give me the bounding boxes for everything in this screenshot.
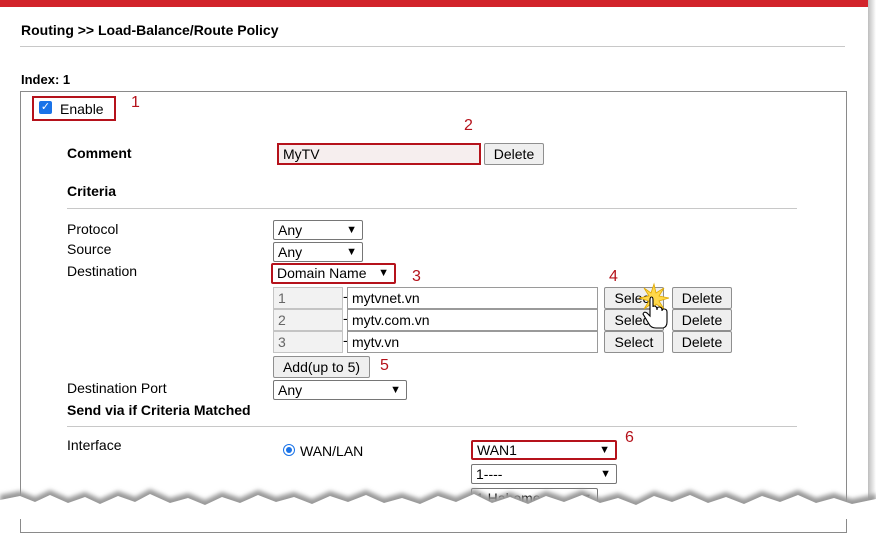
annotation-4: 4 <box>609 268 618 285</box>
annotation-3: 3 <box>412 268 421 285</box>
dash: - <box>343 288 348 304</box>
protocol-label: Protocol <box>67 221 119 237</box>
source-select[interactable]: Any ▼ <box>273 242 363 262</box>
window-shadow <box>868 0 876 500</box>
dest-port-select[interactable]: Any ▼ <box>273 380 407 400</box>
interface-label: Interface <box>67 437 122 453</box>
top-accent-bar <box>0 0 868 7</box>
domain-index-1: 1 <box>273 287 343 309</box>
index-label: Index: 1 <box>21 72 71 87</box>
torn-edge-effect <box>0 489 876 519</box>
chevron-down-icon: ▼ <box>346 246 357 258</box>
chevron-down-icon: ▼ <box>346 224 357 236</box>
domain-select-button-3[interactable]: Select <box>604 331 664 353</box>
criteria-divider <box>67 208 797 209</box>
chevron-down-icon: ▼ <box>378 267 389 279</box>
chevron-down-icon: ▼ <box>390 384 401 396</box>
chevron-down-icon: ▼ <box>599 444 610 456</box>
wan-select[interactable]: WAN1 ▼ <box>471 440 617 460</box>
enable-label: Enable <box>60 101 104 117</box>
wan-lan-label: WAN/LAN <box>300 443 364 459</box>
comment-input[interactable]: MyTV <box>277 143 481 165</box>
dash: - <box>343 332 348 348</box>
sub-interface-select[interactable]: 1---- ▼ <box>471 464 617 484</box>
dest-port-label: Destination Port <box>67 380 167 396</box>
criteria-heading: Criteria <box>67 183 117 199</box>
chevron-down-icon: ▼ <box>600 468 611 480</box>
domain-input-1[interactable]: mytvnet.vn <box>347 287 598 309</box>
dest-port-value: Any <box>278 382 303 398</box>
annotation-6: 6 <box>625 429 634 446</box>
wan-lan-radio[interactable] <box>283 444 295 456</box>
comment-delete-button[interactable]: Delete <box>484 143 544 165</box>
wan-value: WAN1 <box>477 442 517 458</box>
annotation-2: 2 <box>464 117 473 134</box>
send-divider <box>67 426 797 427</box>
page-title: Routing >> Load-Balance/Route Policy <box>21 22 279 38</box>
domain-input-3[interactable]: mytv.vn <box>347 331 598 353</box>
sub-interface-value: 1---- <box>476 466 503 482</box>
enable-checkbox[interactable]: ✓ <box>39 101 52 114</box>
comment-label: Comment <box>67 145 132 161</box>
destination-label: Destination <box>67 263 138 279</box>
domain-index-3: 3 <box>273 331 343 353</box>
add-domain-button[interactable]: Add(up to 5) <box>273 356 370 378</box>
send-via-heading: Send via if Criteria Matched <box>67 402 251 418</box>
annotation-1: 1 <box>131 94 140 111</box>
hand-cursor-icon <box>638 282 670 329</box>
destination-value: Domain Name <box>277 265 367 281</box>
domain-delete-button-2[interactable]: Delete <box>672 309 732 331</box>
domain-input-2[interactable]: mytv.com.vn <box>347 309 598 331</box>
destination-select[interactable]: Domain Name ▼ <box>271 263 396 284</box>
dash: - <box>343 310 348 326</box>
source-label: Source <box>67 241 112 257</box>
source-value: Any <box>278 244 303 260</box>
annotation-5: 5 <box>380 357 389 374</box>
domain-delete-button-1[interactable]: Delete <box>672 287 732 309</box>
domain-delete-button-3[interactable]: Delete <box>672 331 732 353</box>
protocol-select[interactable]: Any ▼ <box>273 220 363 240</box>
enable-highlight <box>32 96 116 121</box>
protocol-value: Any <box>278 222 303 238</box>
domain-index-2: 2 <box>273 309 343 331</box>
title-divider <box>20 46 845 47</box>
